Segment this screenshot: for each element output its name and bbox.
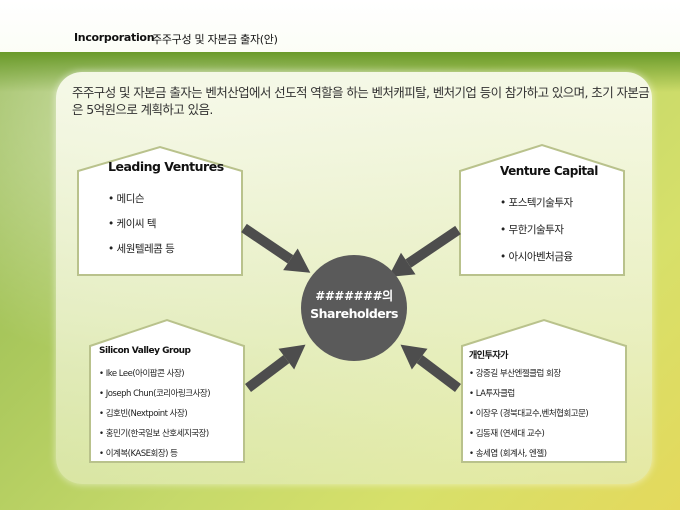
list-item: Ike Lee(아이팝콘 사장) xyxy=(99,364,210,384)
house-list: 강중길 부산엔젤클럽 회장 LA투자클럽 이장우 (경북대교수,벤처협회고문) … xyxy=(469,364,589,464)
list-item: Joseph Chun(코리아링크사장) xyxy=(99,384,211,404)
list-item: 이계복(KASE회장) 등 xyxy=(99,444,210,464)
house-title: Venture Capital xyxy=(500,164,598,178)
house-list: 포스텍기술투자 무한기술투자 아시아벤처금융 xyxy=(500,190,574,271)
list-item: 케이씨 텍 xyxy=(108,212,174,237)
house-leading-ventures: Leading Ventures 메디슨 케이씨 텍 세원텔레콤 등 xyxy=(76,145,244,277)
list-item: 세원텔레콤 등 xyxy=(108,237,175,262)
list-item: 메디슨 xyxy=(108,187,174,212)
house-silicon-valley: Silicon Valley Group Ike Lee(아이팝콘 사장) Jo… xyxy=(88,318,246,464)
arrow-from-vc xyxy=(388,225,461,277)
list-item: 이장우 (경북대교수,벤처협회고문) xyxy=(469,404,589,424)
house-list: Ike Lee(아이팝콘 사장) Joseph Chun(코리아링크사장) 김호… xyxy=(99,364,211,464)
house-title: 개인투자가 xyxy=(469,351,508,361)
list-item: 홍민기(한국일보 산호세지국장) xyxy=(99,424,210,444)
house-list: 메디슨 케이씨 텍 세원텔레콤 등 xyxy=(108,187,175,262)
list-item: 김호빈(Nextpoint 사장) xyxy=(99,404,210,424)
arrow-from-individual xyxy=(400,344,462,392)
center-label-top: #######의 xyxy=(315,289,393,303)
page-title: 주주구성 및 자본금 출자(안) xyxy=(152,33,278,46)
list-item: 강중길 부산엔젤클럽 회장 xyxy=(469,364,588,384)
house-venture-capital: Venture Capital 포스텍기술투자 무한기술투자 아시아벤처금융 xyxy=(458,143,626,277)
list-item: LA투자클럽 xyxy=(469,384,588,404)
header-bar: Incorporation 주주구성 및 자본금 출자(안) xyxy=(0,0,680,58)
house-title: Leading Ventures xyxy=(108,159,224,174)
arrow-from-silicon xyxy=(244,344,306,392)
list-item: 아시아벤처금융 xyxy=(500,244,574,271)
list-item: 무한기술투자 xyxy=(500,217,573,244)
list-item: 김동재 (연세대 교수) xyxy=(469,424,588,444)
list-item: 송세엽 (회계사, 엔젤) xyxy=(469,444,588,464)
house-individual-investors: 개인투자가 강중길 부산엔젤클럽 회장 LA투자클럽 이장우 (경북대교수,벤처… xyxy=(460,318,628,464)
house-title: Silicon Valley Group xyxy=(99,346,191,356)
arrow-from-leading xyxy=(241,223,311,273)
intro-text: 주주구성 및 자본금 출자는 벤처산업에서 선도적 역할을 하는 벤처캐피탈, … xyxy=(72,85,650,117)
section-label: Incorporation xyxy=(74,31,155,44)
shareholders-circle xyxy=(301,255,407,361)
list-item: 포스텍기술투자 xyxy=(500,190,574,217)
center-label-bottom: Shareholders xyxy=(310,306,398,321)
